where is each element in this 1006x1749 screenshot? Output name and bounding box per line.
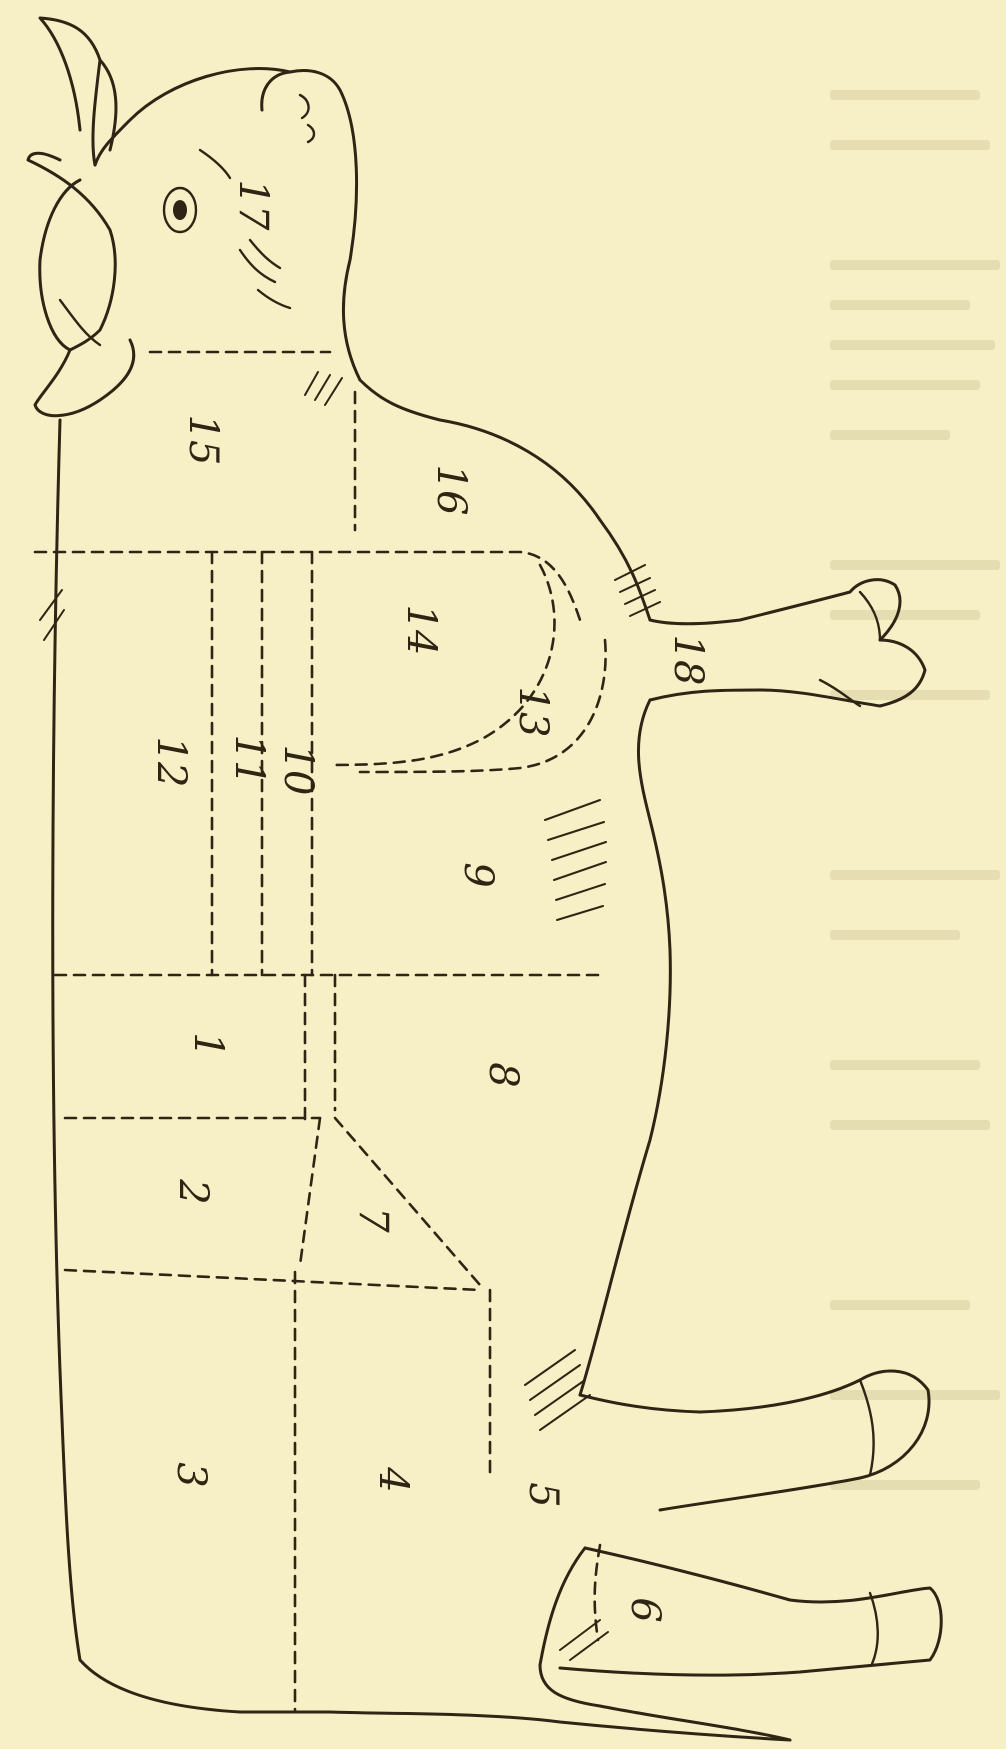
region-label-4: 4 bbox=[370, 1466, 416, 1492]
region-label-9: 9 bbox=[455, 862, 501, 887]
region-label-10: 10 bbox=[275, 745, 321, 796]
region-label-1: 1 bbox=[185, 1032, 231, 1057]
shading-hatches bbox=[40, 372, 660, 1660]
region-label-18: 18 bbox=[665, 635, 711, 686]
region-label-14: 14 bbox=[398, 605, 444, 656]
region-label-11: 11 bbox=[226, 735, 272, 786]
region-label-12: 12 bbox=[148, 737, 194, 788]
region-label-15: 15 bbox=[180, 415, 226, 466]
region-label-13: 13 bbox=[510, 687, 556, 738]
region-label-17: 17 bbox=[230, 180, 276, 231]
region-label-6: 6 bbox=[622, 1597, 668, 1622]
region-label-16: 16 bbox=[428, 465, 474, 516]
region-label-2: 2 bbox=[170, 1178, 216, 1204]
region-label-3: 3 bbox=[168, 1462, 214, 1487]
region-label-8: 8 bbox=[480, 1062, 526, 1087]
region-label-7: 7 bbox=[350, 1207, 396, 1233]
region-label-5: 5 bbox=[520, 1482, 566, 1507]
